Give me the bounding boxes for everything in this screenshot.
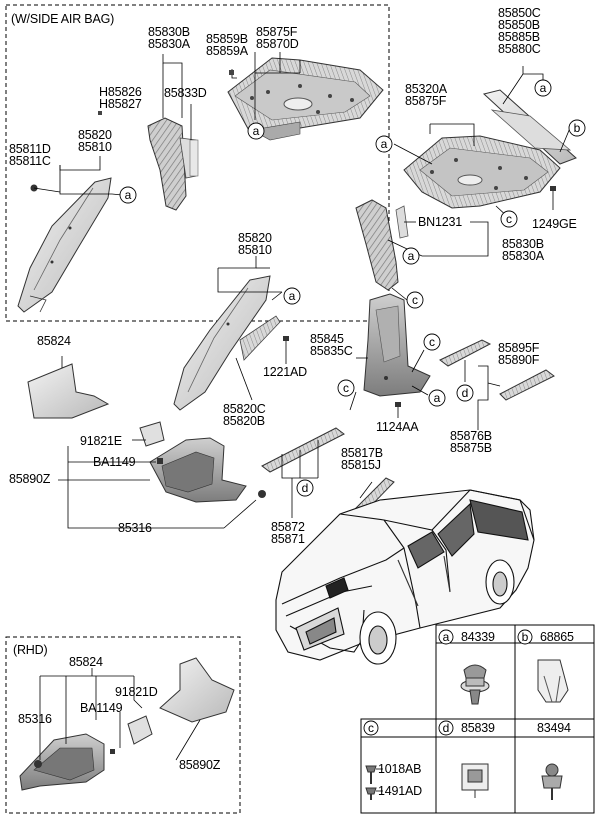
svg-text:d: d [443, 721, 450, 735]
svg-text:a: a [540, 81, 547, 95]
b-pillar-upper-trim-top [147, 117, 187, 211]
label-85890z-top: 85890Z [9, 472, 51, 486]
label-bn1231: BN1231 [418, 215, 462, 229]
callout-a [119, 186, 137, 204]
legend-table [360, 624, 595, 814]
svg-text:b: b [522, 630, 529, 644]
clip-84339-icon [460, 664, 490, 705]
label-ba1149-rhd: BA1149 [80, 701, 123, 715]
svg-text:a: a [434, 391, 441, 405]
callout-letter-a: a [125, 188, 132, 202]
rear-door-scuff-plate [439, 339, 492, 367]
b-pillar-upper-trim-mid [355, 199, 399, 291]
side-air-bag-box [5, 4, 390, 322]
label-91821e: 91821E [80, 434, 122, 448]
legend-part-85839: 85839 [461, 721, 495, 735]
legend-part-83494: 83494 [537, 721, 571, 735]
legend-part-1491ad: 1491AD [378, 784, 422, 798]
label-85824-top: 85824 [37, 334, 71, 348]
svg-text:a: a [381, 137, 388, 151]
rhd-box [5, 636, 241, 814]
side-air-bag-title: (W/SIDE AIR BAG) [11, 12, 115, 26]
label-85824-rhd: 85824 [69, 655, 103, 669]
legend-part-84339: 84339 [461, 630, 495, 644]
label-1249ge: 1249GE [532, 217, 577, 231]
rhd-title: (RHD) [13, 643, 48, 657]
svg-text:d: d [302, 481, 309, 495]
legend-part-1018ab: 1018AB [378, 762, 422, 776]
callout-letter-b: b [574, 121, 581, 135]
callout-circles [119, 79, 586, 736]
a-pillar-trim-left [17, 177, 112, 313]
svg-text:a: a [408, 249, 415, 263]
screws-icon [365, 765, 377, 800]
label-85316-top: 85316 [118, 521, 152, 535]
clip-85839-icon [461, 763, 489, 798]
a-pillar-trim-mid [173, 275, 271, 411]
label-85316-rhd: 85316 [18, 712, 52, 726]
label-91821d: 91821D [115, 685, 158, 699]
svg-text:c: c [429, 335, 435, 349]
label-ba1149-top: BA1149 [93, 455, 136, 469]
cowl-side-trim-top [27, 363, 110, 419]
legend-part-68865: 68865 [540, 630, 574, 644]
svg-text:c: c [368, 721, 374, 735]
label-1221ad: 1221AD [263, 365, 307, 379]
label-1124aa: 1124AA [376, 420, 419, 434]
label-85890z-rhd: 85890Z [179, 758, 221, 772]
svg-text:c: c [343, 381, 349, 395]
svg-text:c: c [412, 293, 418, 307]
svg-text:a: a [443, 630, 450, 644]
front-door-scuff-plate [261, 427, 345, 473]
clip-83494-icon [541, 763, 563, 800]
svg-text:a: a [289, 289, 296, 303]
callout-letter-c: c [506, 212, 512, 226]
callout-letter-d: d [462, 386, 469, 400]
label-85833d: 85833D [164, 86, 207, 100]
cowl-side-trim-rhd [159, 657, 235, 723]
vehicle-outline [275, 489, 535, 665]
clip-68865-icon [537, 659, 569, 703]
svg-text:a: a [253, 124, 260, 138]
